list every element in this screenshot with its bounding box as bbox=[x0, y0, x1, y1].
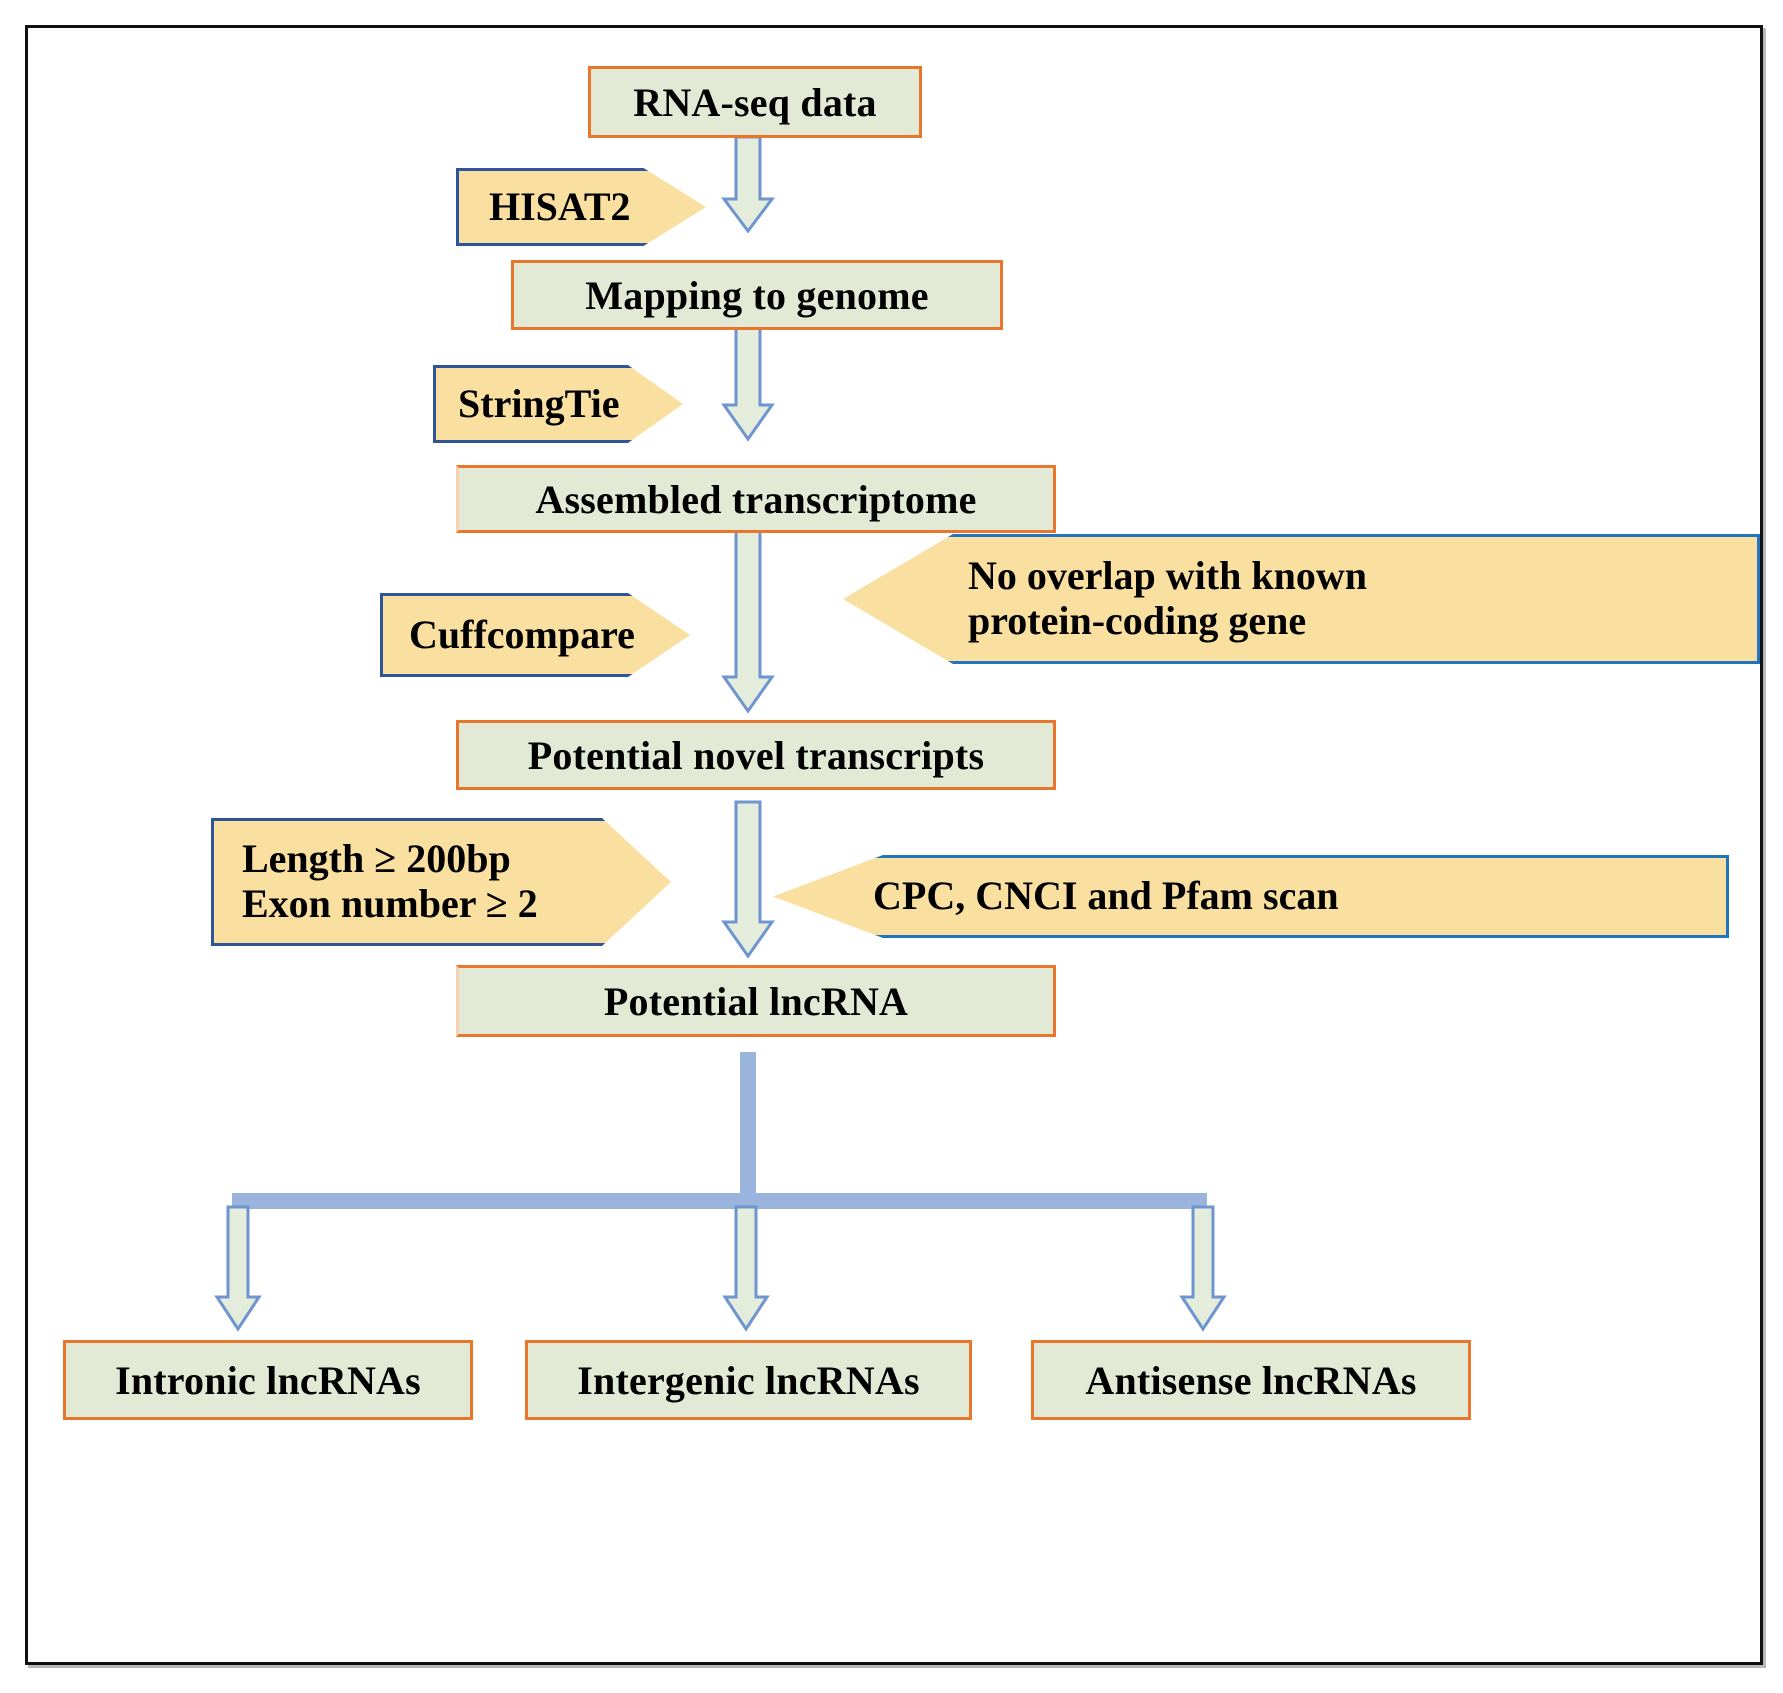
arrow-rnaseq-to-mapping bbox=[721, 135, 775, 234]
arrow-lncrna-to-bus bbox=[232, 1052, 1207, 1209]
connector-layer: .hollow { fill:#e4ecdc; stroke:#6f95cf; … bbox=[214, 135, 1227, 1332]
callout-label-line2: Exon number ≥ 2 bbox=[242, 881, 538, 926]
callout-no-overlap[interactable]: No overlap with known protein-coding gen… bbox=[843, 534, 1760, 664]
node-antisense-lncrnas[interactable]: Antisense lncRNAs bbox=[1031, 1340, 1471, 1420]
callout-cuffcompare[interactable]: Cuffcompare bbox=[380, 593, 690, 677]
node-mapping-to-genome[interactable]: Mapping to genome bbox=[511, 260, 1003, 330]
node-intergenic-lncrnas[interactable]: Intergenic lncRNAs bbox=[525, 1340, 972, 1420]
arrow-novel-to-lncrna bbox=[721, 800, 775, 959]
callout-label-line2: protein-coding gene bbox=[968, 598, 1307, 643]
callout-label: CPC, CNCI and Pfam scan bbox=[873, 873, 1339, 919]
node-rna-seq-data[interactable]: RNA-seq data bbox=[588, 66, 922, 138]
arrow-bus-to-intergenic bbox=[722, 1205, 770, 1332]
figure-frame: .hollow { fill:#e4ecdc; stroke:#6f95cf; … bbox=[25, 25, 1763, 1665]
callout-label-line1: Length ≥ 200bp bbox=[242, 836, 511, 882]
node-assembled-transcriptome[interactable]: Assembled transcriptome bbox=[456, 465, 1056, 533]
callout-label: StringTie bbox=[458, 380, 620, 426]
node-intronic-lncrnas[interactable]: Intronic lncRNAs bbox=[63, 1340, 473, 1420]
node-label: Assembled transcriptome bbox=[535, 476, 977, 522]
arrow-assembled-to-novel bbox=[721, 520, 775, 714]
node-label: Intronic lncRNAs bbox=[115, 1357, 421, 1403]
arrow-bus-to-intronic bbox=[214, 1205, 262, 1332]
callout-coding-potential-scan[interactable]: CPC, CNCI and Pfam scan bbox=[773, 855, 1729, 938]
callout-label-line1: No overlap with known bbox=[968, 553, 1367, 599]
arrow-bus-to-antisense bbox=[1179, 1205, 1227, 1332]
node-label: Antisense lncRNAs bbox=[1085, 1357, 1417, 1403]
callout-label: Cuffcompare bbox=[409, 611, 635, 657]
callout-hisat2[interactable]: HISAT2 bbox=[456, 168, 706, 246]
node-label: Mapping to genome bbox=[585, 272, 929, 318]
arrow-mapping-to-assembled bbox=[721, 317, 775, 442]
callout-stringtie[interactable]: StringTie bbox=[433, 365, 683, 443]
node-label: RNA-seq data bbox=[633, 79, 877, 125]
node-label: Potential novel transcripts bbox=[527, 732, 985, 778]
node-potential-novel-transcripts[interactable]: Potential novel transcripts bbox=[456, 720, 1056, 790]
callout-length-exon-filter[interactable]: Length ≥ 200bp Exon number ≥ 2 bbox=[211, 818, 671, 946]
node-label: Potential lncRNA bbox=[603, 978, 909, 1024]
callout-label: HISAT2 bbox=[489, 183, 631, 229]
node-potential-lncrna[interactable]: Potential lncRNA bbox=[456, 965, 1056, 1037]
node-label: Intergenic lncRNAs bbox=[577, 1357, 920, 1403]
